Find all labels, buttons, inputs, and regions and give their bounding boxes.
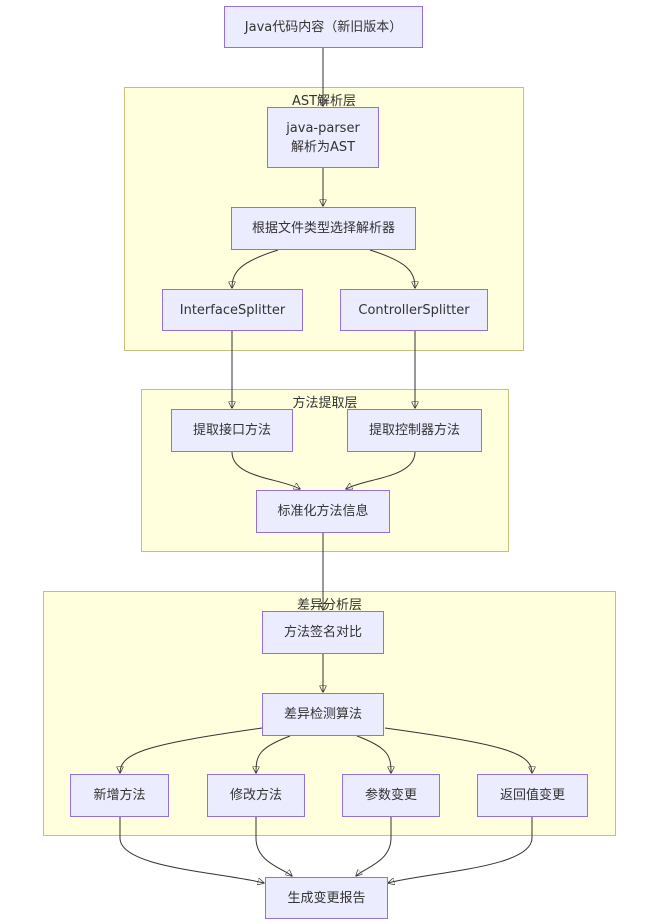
edge-select-to-controller: [369, 249, 415, 288]
node-diff-algorithm: 差异检测算法: [262, 693, 384, 736]
edge-diff-to-added: [120, 727, 263, 773]
edge-extract-interface-to-normalize: [231, 451, 300, 489]
edge-diff-to-return: [384, 727, 532, 773]
cluster-method-title: 方法提取层: [292, 396, 358, 411]
cluster-diff-title: 差异分析层: [296, 598, 362, 613]
node-java-source: Java代码内容（新旧版本）: [224, 6, 423, 48]
node-signature-compare: 方法签名对比: [262, 611, 384, 654]
node-normalize: 标准化方法信息: [256, 490, 390, 533]
edge-extract-controller-to-normalize: [346, 451, 416, 489]
node-java-parser-line1: java-parser: [286, 120, 360, 136]
node-modified-methods: 修改方法: [207, 774, 305, 817]
node-interface-splitter: InterfaceSplitter: [162, 289, 303, 331]
node-select-parser: 根据文件类型选择解析器: [231, 207, 416, 250]
edge-params-to-report: [356, 817, 392, 876]
node-controller-splitter: ControllerSplitter: [340, 289, 488, 331]
node-extract-interface: 提取接口方法: [171, 409, 293, 452]
node-param-change: 参数变更: [342, 774, 440, 817]
edge-diff-to-params: [356, 735, 391, 773]
edge-modified-to-report: [255, 817, 292, 876]
edge-select-to-interface: [232, 249, 279, 288]
edge-added-to-report: [119, 817, 264, 883]
node-java-parser-line2: 解析为AST: [290, 139, 356, 155]
edge-diff-to-modified: [256, 735, 291, 773]
node-added-methods: 新增方法: [70, 774, 169, 817]
node-java-parser: java-parser 解析为AST: [267, 107, 379, 168]
node-return-change: 返回值变更: [477, 774, 588, 817]
node-report: 生成变更报告: [265, 877, 388, 919]
node-extract-controller: 提取控制器方法: [347, 409, 482, 452]
edge-return-to-report: [388, 817, 533, 883]
